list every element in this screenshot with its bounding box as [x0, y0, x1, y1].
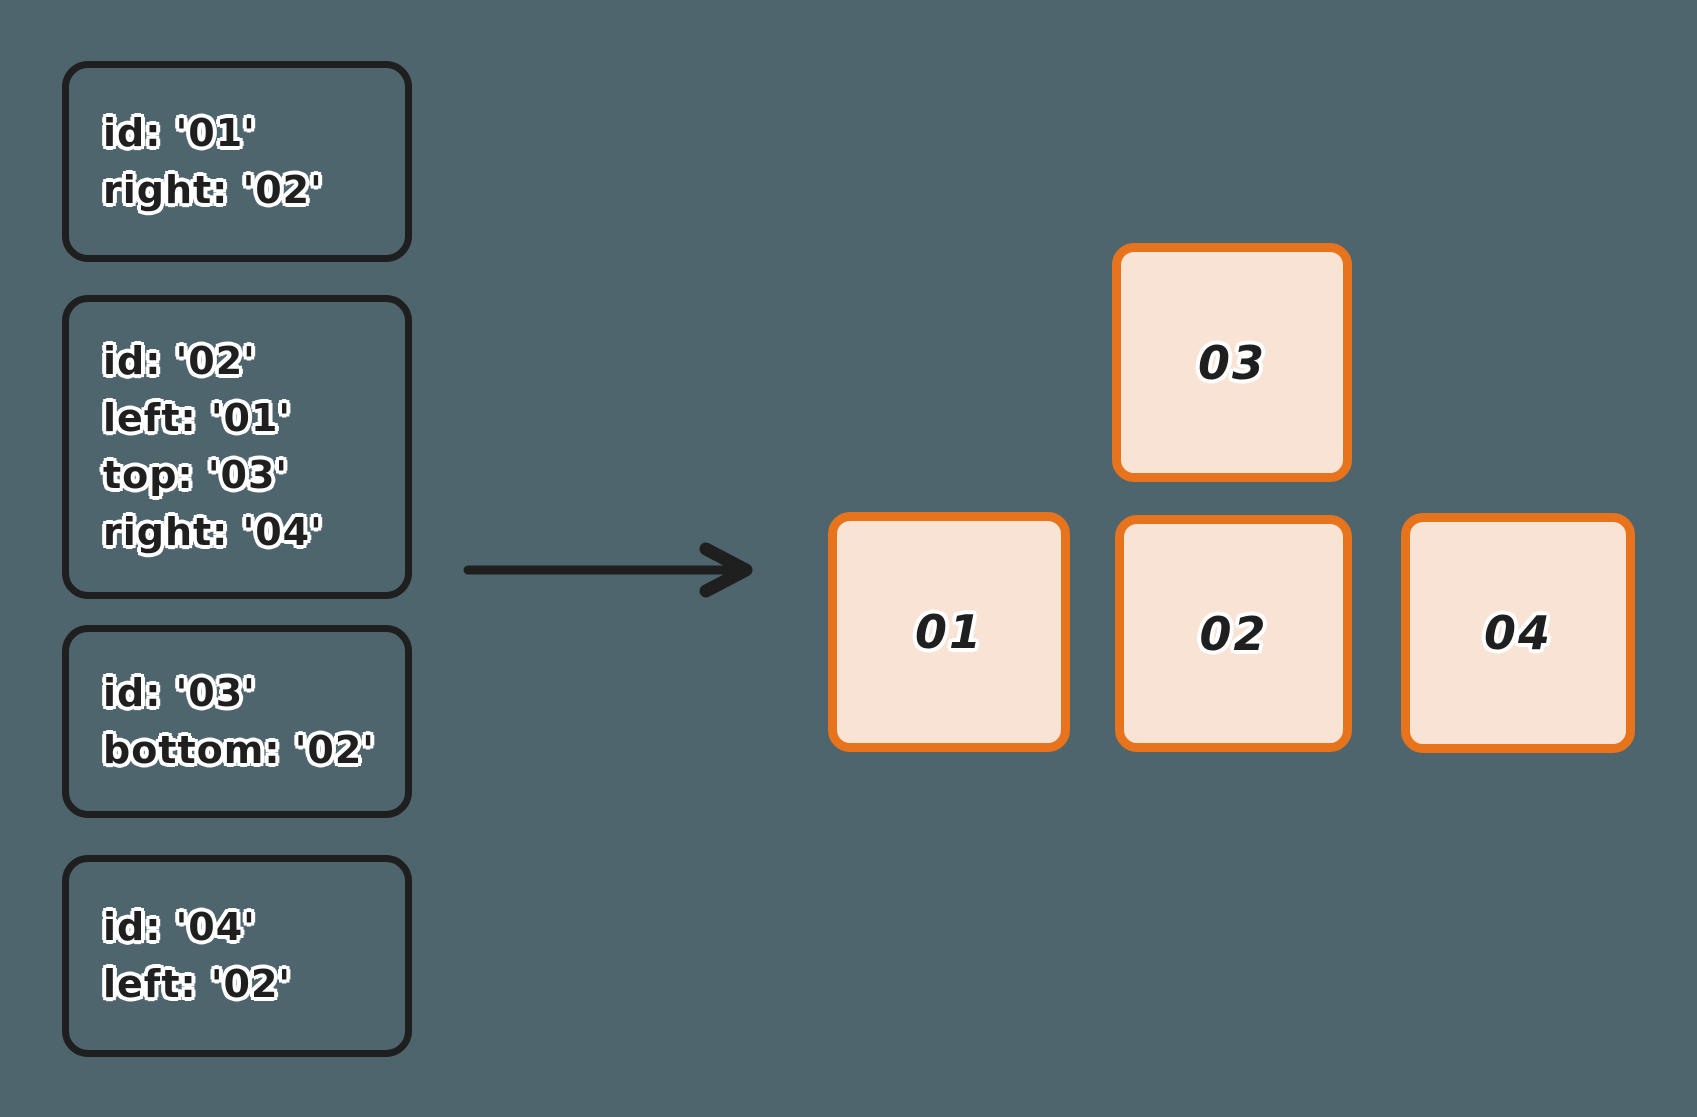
definition-line: bottom: '02' [103, 727, 375, 772]
definition-line: left: '01' [103, 396, 292, 440]
definition-line: id: '01' [103, 110, 256, 155]
right-arrow-icon [463, 542, 753, 598]
definition-card-04: id: '04' left: '02' [62, 855, 412, 1057]
node-label: 03 [1197, 335, 1266, 390]
definition-line: left: '02' [103, 962, 292, 1006]
node-label: 04 [1483, 606, 1552, 660]
definition-line: top: '03' [103, 453, 289, 497]
definition-line: id: '02' [103, 339, 256, 383]
layout-node-04: 04 [1401, 513, 1635, 753]
node-label: 01 [914, 605, 983, 659]
layout-node-03: 03 [1112, 243, 1352, 482]
definition-card-02: id: '02' left: '01' top: '03' right: '04… [62, 295, 412, 599]
definition-card-01: id: '01' right: '02' [62, 61, 412, 262]
layout-node-01: 01 [828, 512, 1070, 752]
layout-node-02: 02 [1115, 515, 1352, 752]
definition-line: id: '04' [103, 905, 256, 949]
node-label: 02 [1199, 606, 1268, 661]
definition-card-03: id: '03' bottom: '02' [62, 625, 412, 818]
definition-line: id: '03' [103, 670, 256, 715]
definition-line: right: '04' [103, 510, 323, 554]
definition-line: right: '02' [103, 167, 323, 212]
